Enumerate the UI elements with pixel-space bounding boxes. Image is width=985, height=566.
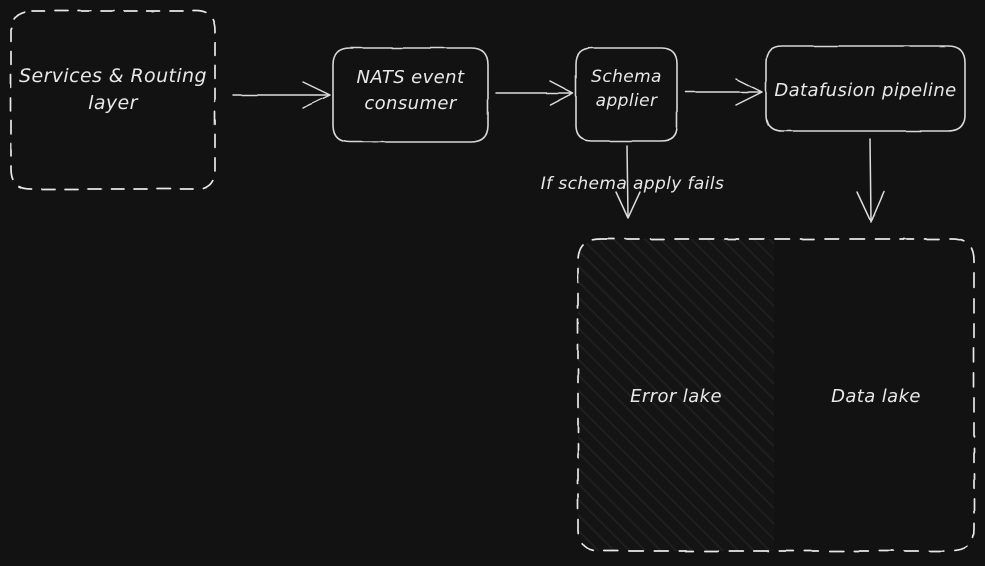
edge-label-if-schema-apply-fails: If schema apply fails (540, 174, 725, 194)
node-nats-event-consumer-shape[interactable] (332, 47, 489, 143)
node-services-routing-layer-shape[interactable] (10, 10, 216, 190)
node-lake-container-shape[interactable] (577, 238, 975, 552)
edge-nats-to-schema (495, 80, 574, 106)
edge-schema-to-error-lake (615, 145, 641, 219)
edge-schema-to-datafusion (685, 78, 763, 106)
edge-services-to-nats (232, 81, 331, 109)
node-schema-applier-shape[interactable] (575, 47, 678, 142)
edge-datafusion-to-data-lake (856, 138, 885, 223)
error-lake-hatch-fill (578, 239, 774, 551)
node-datafusion-pipeline-shape[interactable] (765, 45, 966, 132)
